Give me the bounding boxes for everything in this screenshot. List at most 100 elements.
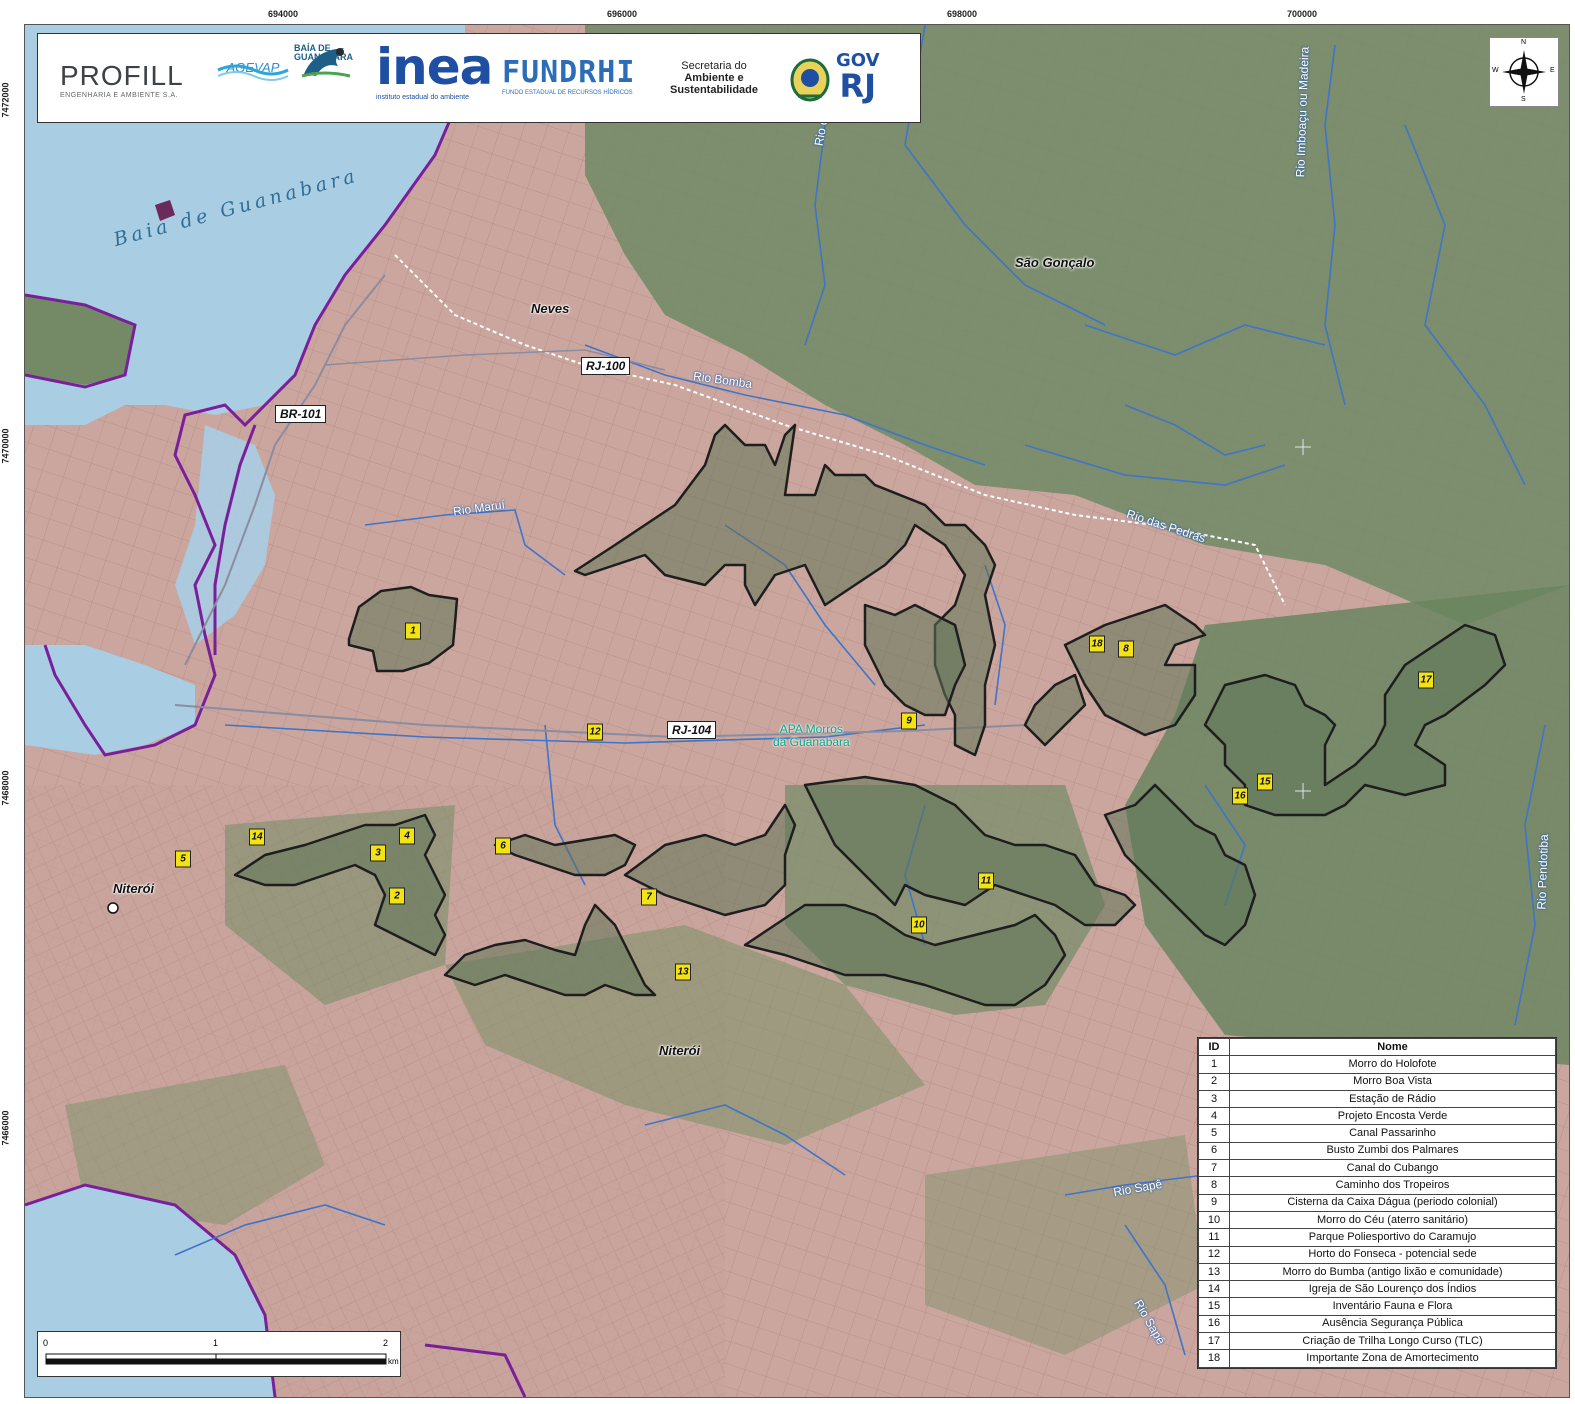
profill-logo: PROFILL ENGENHARIA E AMBIENTE S.A.	[60, 60, 184, 99]
grid-crosses	[1295, 439, 1311, 799]
bay-channel	[175, 425, 275, 645]
legend-row-name: Projeto Encosta Verde	[1229, 1107, 1556, 1126]
municipal-boundary-south	[25, 1183, 527, 1397]
polygon-morro-ceu	[743, 903, 1067, 1007]
legend-row-name: Morro do Bumba (antigo lixão e comunidad…	[1229, 1262, 1556, 1282]
peninsula	[25, 295, 135, 385]
scale-bar-graphic	[45, 1353, 387, 1365]
legend-row-id: 1	[1198, 1055, 1230, 1074]
island	[155, 200, 175, 221]
bird-icon	[301, 48, 351, 78]
secretaria-line2: Ambiente e	[684, 72, 744, 84]
coat-of-arms-icon	[790, 58, 830, 102]
polygon-morro-holofote	[347, 585, 459, 673]
scale-tick-2: 2	[383, 1338, 389, 1348]
legend-header-row: ID Nome	[1198, 1037, 1556, 1057]
marker-3[interactable]: 3	[370, 844, 386, 862]
rj104-road-label: RJ-104	[667, 721, 717, 739]
niteroi-point	[107, 902, 119, 914]
northing-label: 7470000	[0, 428, 11, 464]
legend-row-id: 11	[1198, 1228, 1230, 1247]
marker-12[interactable]: 12	[587, 723, 603, 741]
marker-18[interactable]: 18	[1089, 635, 1105, 653]
marker-14[interactable]: 14	[249, 828, 265, 846]
legend-row-id: 18	[1198, 1349, 1230, 1368]
secretaria-logo: Secretaria do Ambiente e Sustentabilidad…	[670, 60, 758, 96]
legend-header-name: Nome	[1229, 1037, 1556, 1057]
marker-15[interactable]: 15	[1257, 773, 1273, 791]
polygon-boa-vista	[233, 813, 447, 957]
br101-road-label: BR-101	[275, 405, 327, 423]
legend-row-name: Morro do Holofote	[1229, 1055, 1556, 1074]
legend-row-name: Canal Passarinho	[1229, 1124, 1556, 1143]
legend-row-name: Morro Boa Vista	[1229, 1072, 1556, 1091]
inea-logo: inea instituto estadual do ambiente	[376, 40, 493, 101]
legend-row-name: Igreja de São Lourenço dos Índios	[1229, 1280, 1556, 1299]
map-canvas[interactable]: Baia de Guanabara Neves São Gonçalo Nite…	[24, 24, 1570, 1398]
legend-row-id: 13	[1198, 1262, 1230, 1282]
marker-9[interactable]: 9	[901, 712, 917, 730]
legend-row-name: Canal do Cubango	[1229, 1159, 1556, 1178]
scale-unit: km	[388, 1357, 399, 1366]
easting-label: 696000	[606, 9, 638, 19]
polygon-north-ridge	[573, 423, 997, 757]
legend-row-id: 6	[1198, 1141, 1230, 1161]
niteroi-district-label: Niterói	[659, 1043, 701, 1058]
marker-17[interactable]: 17	[1418, 671, 1434, 689]
fundrhi-logo: FUNDRHI FUNDO ESTADUAL DE RECURSOS HÍDRI…	[502, 56, 635, 97]
northing-label: 7472000	[0, 82, 11, 118]
sao-goncalo-label: São Gonçalo	[1015, 255, 1095, 270]
marker-1[interactable]: 1	[405, 622, 421, 640]
legend-row-name: Morro do Céu (aterro sanitário)	[1229, 1210, 1556, 1230]
compass-icon	[1502, 50, 1546, 94]
north-e: E	[1550, 67, 1555, 74]
legend-row-name: Criação de Trilha Longo Curso (TLC)	[1229, 1332, 1556, 1351]
scale-bar: 0 1 2 km	[37, 1331, 401, 1377]
apa-label: APA Morros da Guanabara	[773, 723, 850, 749]
marker-11[interactable]: 11	[978, 872, 994, 890]
polygon-caramujo	[803, 775, 1137, 927]
north-n: N	[1521, 39, 1527, 46]
polygon-cisterna	[863, 603, 967, 717]
legend-header-id: ID	[1198, 1037, 1230, 1057]
marker-5[interactable]: 5	[175, 850, 191, 868]
legend-row-id: 7	[1198, 1159, 1230, 1178]
legend-row-id: 16	[1198, 1314, 1230, 1334]
neves-label: Neves	[531, 301, 570, 316]
marker-13[interactable]: 13	[675, 963, 691, 981]
legend-row-id: 9	[1198, 1193, 1230, 1212]
legend-row-id: 4	[1198, 1107, 1230, 1126]
north-s: S	[1521, 96, 1526, 103]
marker-6[interactable]: 6	[495, 837, 511, 855]
marker-7[interactable]: 7	[641, 888, 657, 906]
logo-bar: PROFILL ENGENHARIA E AMBIENTE S.A. AGEVA…	[37, 33, 921, 123]
polygon-east-west-strip	[1023, 673, 1087, 747]
marker-10[interactable]: 10	[911, 916, 927, 934]
northing-label: 7466000	[0, 1110, 11, 1146]
legend-row-id: 15	[1198, 1297, 1230, 1316]
municipal-boundary	[43, 84, 467, 757]
marker-16[interactable]: 16	[1232, 787, 1248, 805]
agevap-wave-icon	[217, 64, 289, 81]
marker-8[interactable]: 8	[1118, 640, 1134, 658]
marker-4[interactable]: 4	[399, 827, 415, 845]
legend-row-name: Busto Zumbi dos Palmares	[1229, 1141, 1556, 1161]
legend-row-id: 12	[1198, 1245, 1230, 1264]
rj100-road-label: RJ-100	[581, 357, 631, 375]
apa-label-line1: APA Morros	[779, 722, 843, 736]
hills-southeast	[925, 1135, 1205, 1355]
marker-2[interactable]: 2	[389, 887, 405, 905]
legend-row-id: 5	[1198, 1124, 1230, 1143]
hills-northeast	[585, 25, 1569, 625]
legend-row-id: 10	[1198, 1210, 1230, 1230]
legend-row-name: Ausência Segurança Pública	[1229, 1314, 1556, 1334]
